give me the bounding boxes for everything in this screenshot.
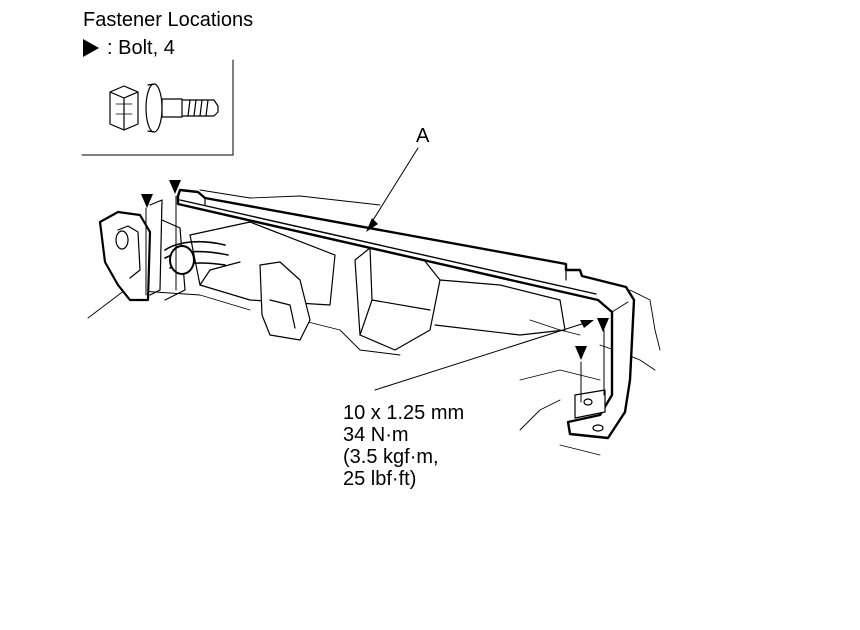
thread-size: 10 x 1.25 mm [343,402,465,424]
leader-line-spec [374,321,589,391]
legend-box [81,59,234,156]
leader-line-a [369,147,419,226]
torque-lbf: 25 lbf·ft) [343,468,417,490]
bolt-illustration [109,83,219,133]
part-a-label: A [416,125,430,147]
torque-kgf: (3.5 kgf·m, [343,446,439,468]
left-bracket [98,199,186,302]
bolt-markers [141,180,609,360]
bolt-marker-2 [169,180,181,194]
torque-spec: 10 x 1.25 mm 34 N·m (3.5 kgf·m, 25 lbf·f… [343,402,464,490]
bolt-marker-1 [141,194,153,208]
crossmember-blocks [189,221,566,351]
torque-nm: 34 N·m [343,424,409,446]
fastener-locations-title: Fastener Locations [83,9,254,31]
bolt-legend: : Bolt, 4 [83,36,175,60]
bolt-marker-icon [83,39,99,57]
bolt-legend-label: : Bolt, 4 [107,37,175,59]
part-a-bar [176,188,636,440]
bolt-marker-4 [575,346,587,360]
bolt-marker-3 [597,318,609,332]
